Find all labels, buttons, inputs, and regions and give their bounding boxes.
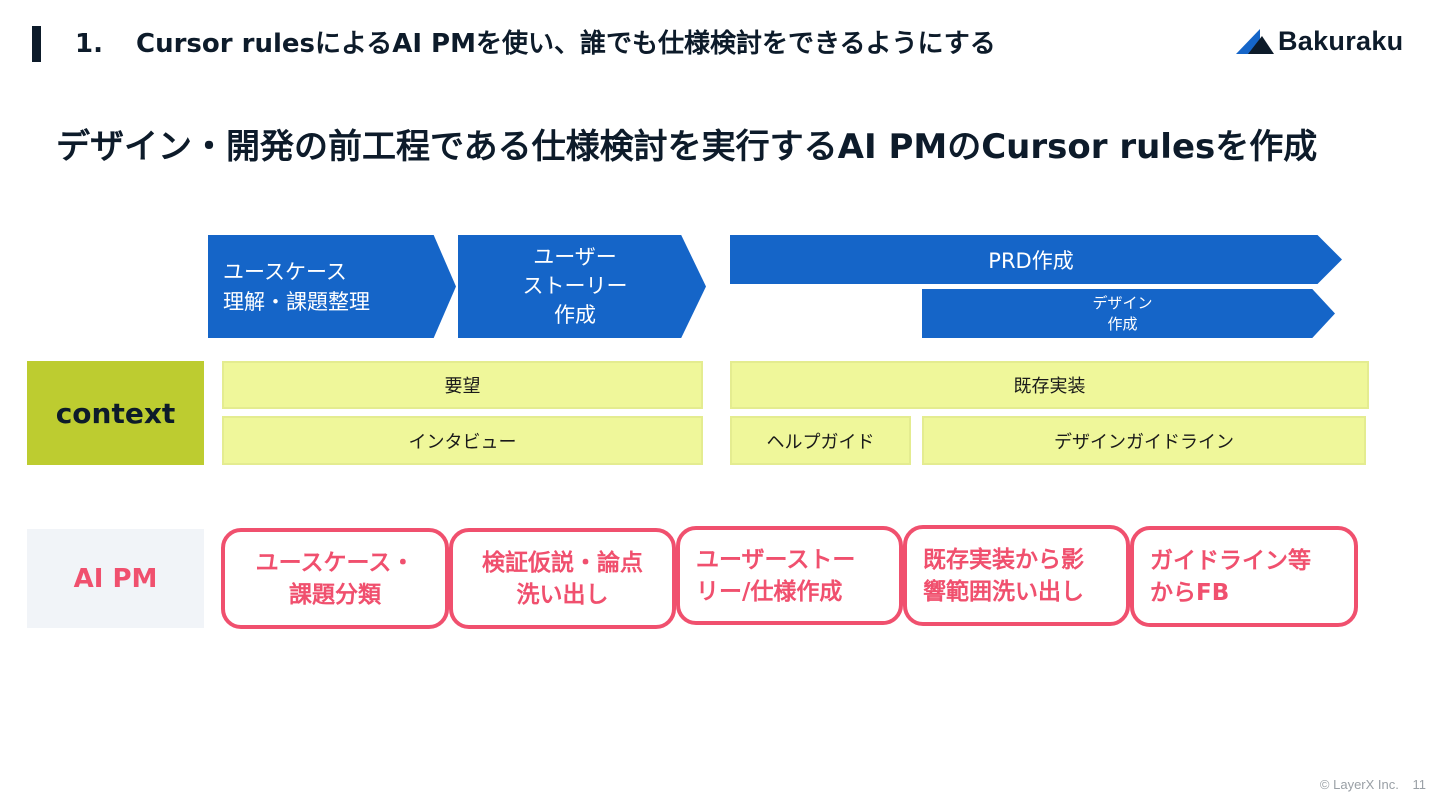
ai-pm-item-user-story: ユーザーストー リー/仕様作成: [676, 526, 903, 625]
page-number: 11: [1412, 777, 1427, 792]
context-item-requests: 要望: [222, 361, 703, 409]
context-item-help-guide: ヘルプガイド: [730, 416, 911, 465]
bakuraku-logo-icon: [1236, 29, 1274, 54]
page-title: デザイン・開発の前工程である仕様検討を実行するAI PMのCursor rule…: [56, 127, 1318, 167]
process-step-prd: PRD作成: [730, 235, 1342, 284]
ai-pm-item-feedback: ガイドライン等 からFB: [1130, 526, 1358, 627]
section-title: Cursor rulesによるAI PMを使い、誰でも仕様検討をできるようにする: [136, 29, 996, 59]
section-marker-bar: [32, 26, 41, 62]
process-step-user-story: ユーザー ストーリー 作成: [458, 235, 706, 338]
process-step-design: デザイン 作成: [922, 289, 1335, 338]
section-number: 1.: [75, 29, 103, 59]
context-label: context: [27, 361, 204, 465]
footer: © LayerX Inc. 11: [1320, 777, 1426, 792]
logo-text: Bakuraku: [1278, 25, 1404, 56]
ai-pm-item-impact: 既存実装から影 響範囲洗い出し: [903, 525, 1130, 626]
context-item-existing-impl: 既存実装: [730, 361, 1369, 409]
bakuraku-logo: Bakuraku: [1236, 24, 1416, 58]
ai-pm-label: AI PM: [27, 529, 204, 628]
copyright-text: © LayerX Inc.: [1319, 777, 1399, 792]
process-step-usecase: ユースケース 理解・課題整理: [208, 235, 456, 338]
context-item-design-guideline: デザインガイドライン: [922, 416, 1366, 465]
ai-pm-item-usecase: ユースケース・ 課題分類: [221, 528, 449, 629]
context-item-interview: インタビュー: [222, 416, 703, 465]
ai-pm-item-hypothesis: 検証仮説・論点 洗い出し: [449, 528, 676, 629]
